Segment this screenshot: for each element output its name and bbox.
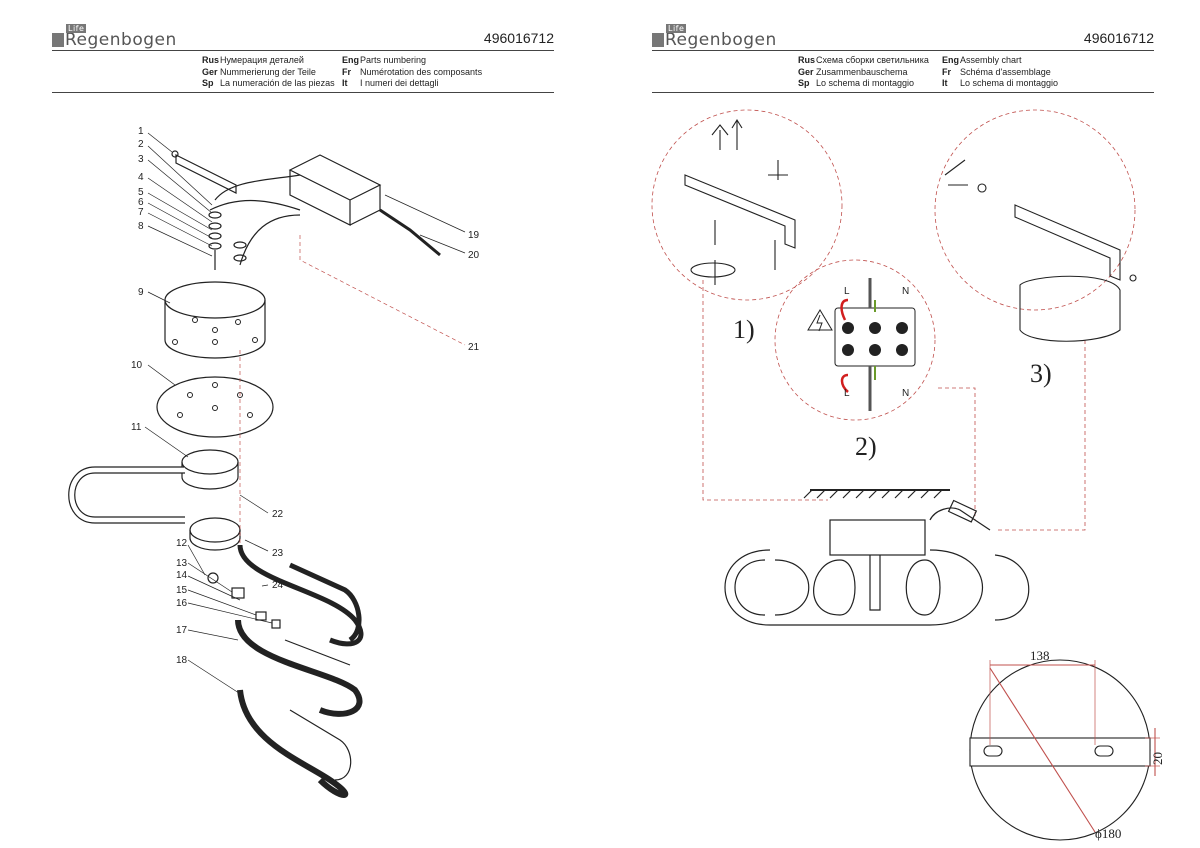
part-label-21: 21	[468, 342, 480, 353]
product-code: 496016712	[483, 30, 554, 46]
exploded-parts-diagram: 1 2 3 4 5 6 7 8 9 10 11 12 13 14 15 16 1…	[68, 126, 480, 798]
part-label-24: 24	[272, 580, 284, 591]
part-label-11: 11	[131, 422, 142, 433]
assembly-diagram: 1) 2) 3) L N L N 138 20 ϕ180	[651, 109, 1165, 841]
step-3-detail-circle	[934, 109, 1136, 311]
dimension-width: 138	[1030, 648, 1050, 663]
step-2-label: 2)	[855, 432, 877, 461]
part-label-1: 1	[138, 126, 144, 137]
step-1-label: 1)	[733, 315, 755, 344]
brand-tag: Life	[666, 24, 687, 33]
part-label-23: 23	[272, 548, 284, 559]
terminal-label-l-top: L	[844, 286, 850, 297]
part-label-2: 2	[138, 139, 144, 150]
part-label-22: 22	[272, 509, 284, 520]
part-label-20: 20	[468, 250, 480, 261]
part-label-7: 7	[138, 207, 144, 218]
part-label-13: 13	[176, 558, 188, 569]
header-rule-bottom	[652, 92, 1154, 93]
dimension-diameter: ϕ180	[1095, 826, 1121, 841]
terminal-label-n-bottom: N	[902, 388, 909, 399]
part-label-4: 4	[138, 172, 144, 183]
header-rule-top	[652, 50, 1154, 51]
product-code: 496016712	[1083, 30, 1154, 46]
part-label-8: 8	[138, 221, 144, 232]
step-1-detail-circle	[651, 109, 843, 301]
step-3-label: 3)	[1030, 359, 1052, 388]
part-label-18: 18	[176, 655, 188, 666]
part-label-3: 3	[138, 154, 144, 165]
header-rule-bottom	[52, 92, 554, 93]
terminal-label-l-bottom: L	[844, 388, 850, 399]
part-label-16: 16	[176, 598, 188, 609]
part-label-6: 6	[138, 197, 144, 208]
part-label-12: 12	[176, 538, 188, 549]
part-label-19: 19	[468, 230, 480, 241]
part-label-10: 10	[131, 360, 143, 371]
part-label-15: 15	[176, 585, 188, 596]
terminal-label-n-top: N	[902, 286, 909, 297]
header-rule-top	[52, 50, 554, 51]
part-label-14: 14	[176, 570, 188, 581]
brand-name: Regenbogen	[65, 30, 177, 50]
part-label-9: 9	[138, 287, 144, 298]
brand-tag: Life	[66, 24, 87, 33]
part-label-17: 17	[176, 625, 188, 636]
step-2-detail-circle	[774, 259, 936, 421]
dimension-height: 20	[1150, 752, 1165, 765]
brand-name: Regenbogen	[665, 30, 777, 50]
terminal-block	[807, 278, 916, 411]
part-label-5: 5	[138, 187, 144, 198]
